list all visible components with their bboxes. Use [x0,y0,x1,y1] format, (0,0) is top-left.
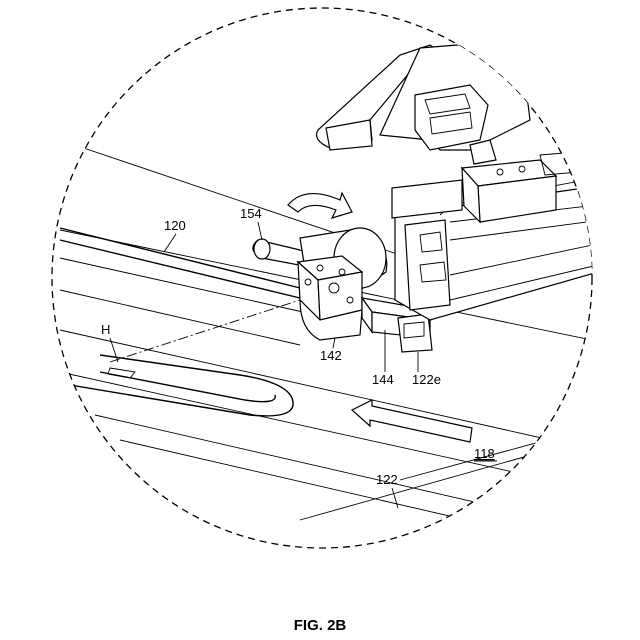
label-118: 118 [474,446,495,461]
label-154: 154 [240,206,262,221]
label-144: 144 [372,372,394,387]
label-120: 120 [164,218,186,233]
label-122e: 122e [412,372,441,387]
label-142: 142 [320,348,342,363]
label-H: H [101,322,110,337]
detail-view [60,40,640,560]
label-122: 122 [376,472,398,487]
figure-caption: FIG. 2B [294,617,347,634]
